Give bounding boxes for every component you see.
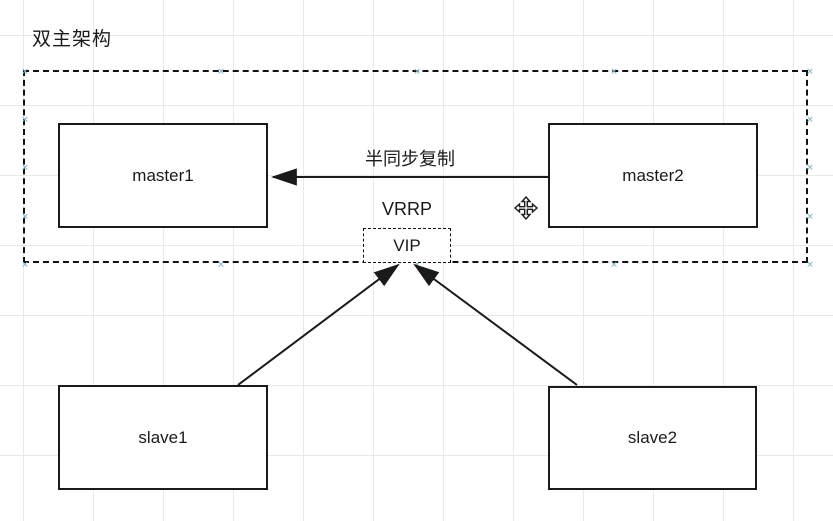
edge-slave1-to-vip[interactable]: [237, 263, 400, 386]
selection-handle-icon[interactable]: ✕: [610, 259, 618, 270]
selection-handle-icon[interactable]: ✕: [217, 259, 225, 270]
selection-handle-icon[interactable]: ✕: [610, 66, 618, 77]
selection-handle-icon[interactable]: ✕: [21, 162, 29, 173]
selection-handle-icon[interactable]: ✕: [806, 66, 814, 77]
selection-handle-icon[interactable]: ✕: [217, 66, 225, 77]
node-master2[interactable]: master2: [548, 123, 758, 228]
page-title: 双主架构: [32, 29, 113, 50]
node-slave1[interactable]: slave1: [58, 385, 268, 490]
selection-handle-icon[interactable]: ✕: [21, 211, 29, 222]
selection-handle-icon[interactable]: ✕: [806, 114, 814, 125]
selection-handle-icon[interactable]: ✕: [806, 211, 814, 222]
node-slave2[interactable]: slave2: [548, 386, 757, 490]
node-vip[interactable]: VIP: [363, 228, 451, 263]
selection-handle-icon[interactable]: ✕: [413, 66, 421, 77]
selection-handle-icon[interactable]: ✕: [21, 114, 29, 125]
selection-handle-icon[interactable]: ✕: [806, 162, 814, 173]
move-cursor-icon: [513, 195, 539, 221]
selection-handle-icon[interactable]: ✕: [806, 259, 814, 270]
selection-handle-icon[interactable]: ✕: [21, 259, 29, 270]
edge-slave2-to-vip[interactable]: [413, 263, 578, 386]
selection-handle-icon[interactable]: ✕: [21, 66, 29, 77]
node-master1[interactable]: master1: [58, 123, 268, 228]
replication-edge-label: 半同步复制: [365, 149, 455, 169]
vrrp-label: VRRP: [381, 199, 432, 219]
